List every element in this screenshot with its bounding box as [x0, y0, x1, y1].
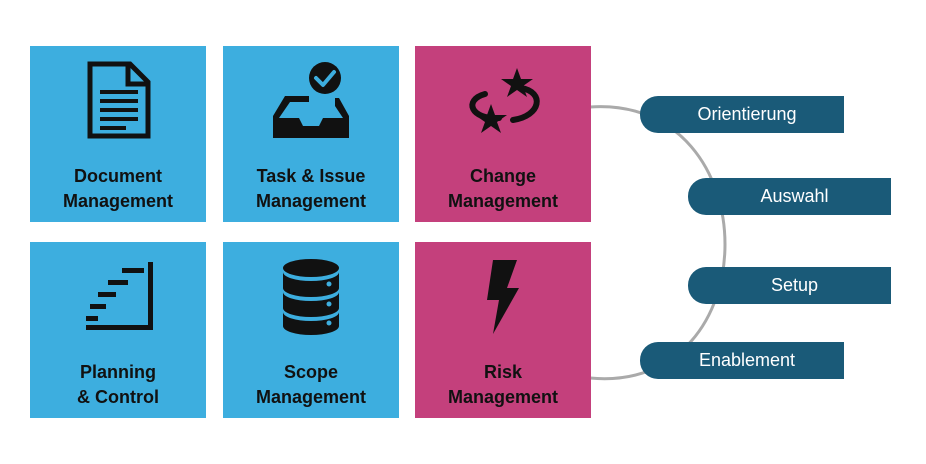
orbit-stars-icon	[469, 68, 540, 133]
tile-risk-management: Risk Management	[415, 242, 591, 418]
lightning-icon	[487, 260, 519, 334]
document-icon	[87, 61, 151, 139]
tile-planning-control: Planning & Control	[30, 242, 206, 418]
phase-orientierung: Orientierung	[640, 96, 844, 133]
tile-label: Planning & Control	[77, 362, 159, 407]
tile-label: Scope Management	[255, 362, 367, 407]
phase-setup: Setup	[688, 267, 891, 304]
tile-change-management: Change Management	[415, 46, 591, 222]
tile-label: Risk Management	[447, 362, 559, 407]
tile-label: Task & Issue Management	[255, 166, 367, 211]
phase-auswahl: Auswahl	[688, 178, 891, 215]
tile-label: Change Management	[447, 166, 559, 211]
tile-document-management: Document Management	[30, 46, 206, 222]
inbox-check-icon	[273, 62, 349, 138]
tile-task-issue-management: Task & Issue Management	[223, 46, 399, 222]
database-icon	[283, 259, 339, 335]
phase-enablement: Enablement	[640, 342, 844, 379]
tile-label: Document Management	[62, 166, 174, 211]
tile-scope-management: Scope Management	[223, 242, 399, 418]
staircase-chart-icon	[86, 262, 153, 330]
